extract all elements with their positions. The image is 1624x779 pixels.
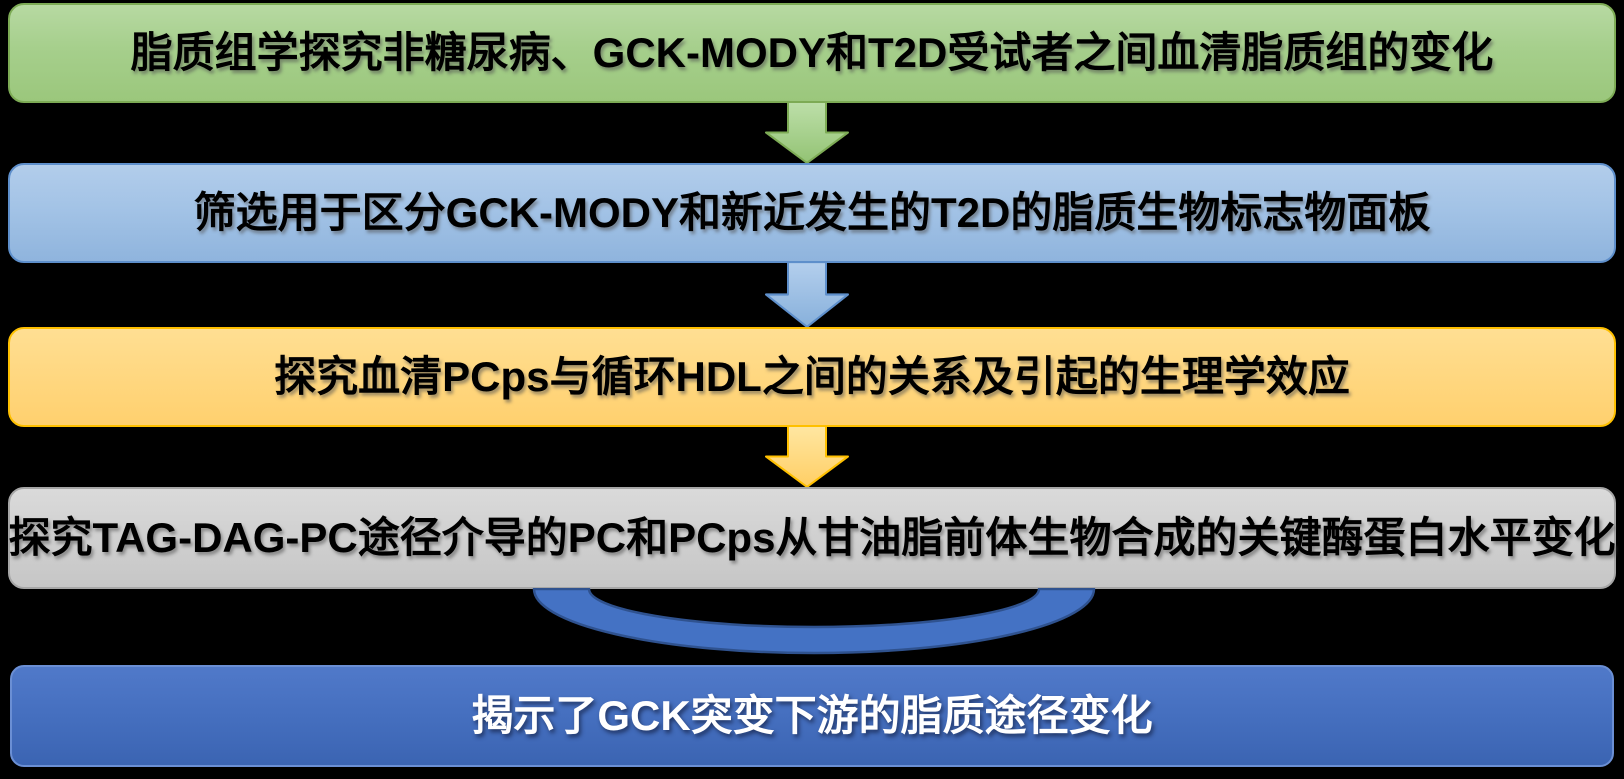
flow-step-label: 脂质组学探究非糖尿病、GCK-MODY和T2D受试者之间血清脂质组的变化 (130, 28, 1494, 76)
flow-step-conclusion: 揭示了GCK突变下游的脂质途径变化 (10, 665, 1614, 767)
flow-step-pcps-hdl: 探究血清PCps与循环HDL之间的关系及引起的生理学效应 (8, 327, 1616, 427)
down-arrow-icon (765, 425, 849, 488)
flow-step-tag-dag-pc: 探究TAG-DAG-PC途径介导的PC和PCps从甘油脂前体生物合成的关键酶蛋白… (8, 487, 1616, 589)
curved-arc-connector (532, 588, 1096, 655)
down-arrow-icon (765, 101, 849, 164)
flow-step-biomarker-panel: 筛选用于区分GCK-MODY和新近发生的T2D的脂质生物标志物面板 (8, 163, 1616, 263)
down-arrow-icon (765, 261, 849, 328)
flow-step-lipidomics: 脂质组学探究非糖尿病、GCK-MODY和T2D受试者之间血清脂质组的变化 (8, 3, 1616, 103)
flow-step-label: 探究血清PCps与循环HDL之间的关系及引起的生理学效应 (274, 352, 1350, 400)
flow-step-label: 揭示了GCK突变下游的脂质途径变化 (471, 691, 1153, 739)
flow-step-label: 筛选用于区分GCK-MODY和新近发生的T2D的脂质生物标志物面板 (193, 188, 1431, 236)
flow-step-label: 探究TAG-DAG-PC途径介导的PC和PCps从甘油脂前体生物合成的关键酶蛋白… (8, 513, 1616, 561)
